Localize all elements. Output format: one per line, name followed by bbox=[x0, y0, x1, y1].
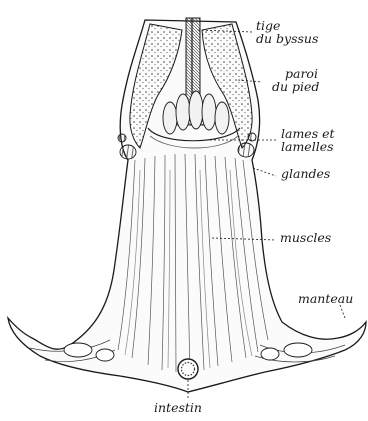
label-paroi-line2: du pied bbox=[272, 81, 319, 93]
label-intestin: intestin bbox=[154, 402, 202, 414]
label-tige-line2: du byssus bbox=[256, 33, 318, 45]
label-glandes: glandes bbox=[281, 168, 330, 180]
intestine bbox=[178, 359, 198, 379]
label-muscles: muscles bbox=[280, 232, 331, 244]
label-manteau: manteau bbox=[298, 293, 353, 305]
label-lames-line2: lamelles bbox=[281, 141, 334, 153]
